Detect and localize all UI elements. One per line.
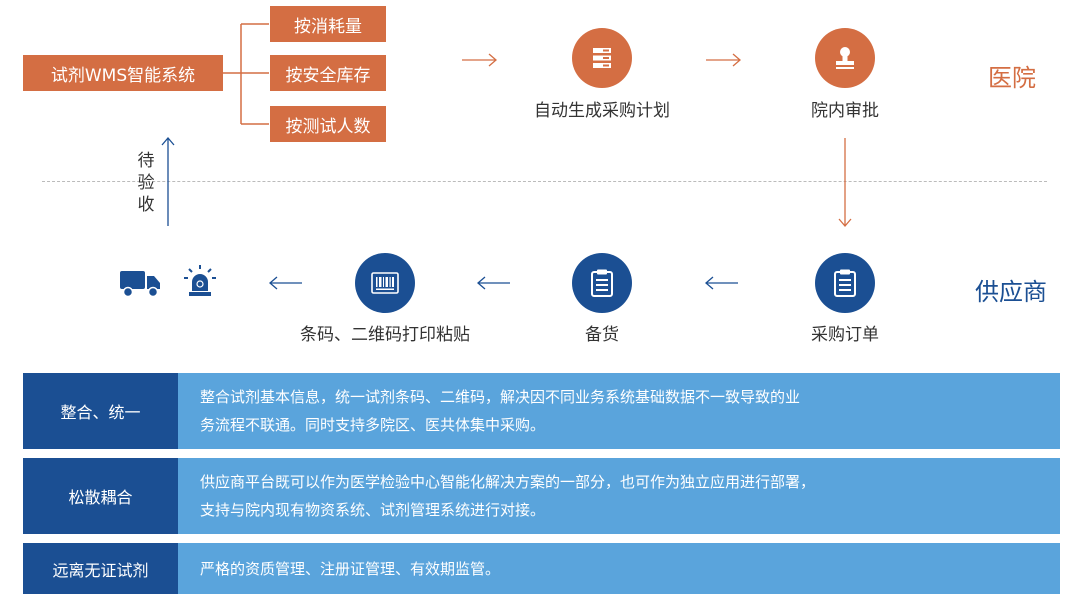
alarm-light-icon	[184, 265, 216, 296]
arrow-right-2	[706, 53, 741, 67]
clipboard-icon	[591, 269, 613, 297]
seal-icon	[836, 47, 854, 69]
feature-line: 支持与院内现有物资系统、试剂管理系统进行对接。	[200, 501, 546, 519]
barcode-icon	[371, 272, 399, 294]
feature-tag: 整合、统一	[23, 373, 178, 449]
internal-approval-label: 院内审批	[811, 101, 879, 121]
arrow-left-2	[477, 276, 510, 290]
section-divider	[42, 181, 1047, 182]
plan-option-label: 按测试人数	[285, 116, 371, 137]
feature-body: 供应商平台既可以作为医学检验中心智能化解决方案的一部分，也可作为独立应用进行部署…	[178, 458, 1060, 534]
plan-option-consumption: 按消耗量	[270, 6, 386, 42]
system-box: 试剂WMS智能系统	[23, 55, 223, 91]
truck-icon	[120, 271, 160, 298]
hospital-label: 医院	[988, 64, 1036, 92]
feature-body: 严格的资质管理、注册证管理、有效期监管。	[178, 543, 1060, 594]
feature-row-loose-coupling: 松散耦合 供应商平台既可以作为医学检验中心智能化解决方案的一部分，也可作为独立应…	[23, 458, 1060, 534]
system-box-label: 试剂WMS智能系统	[50, 65, 196, 86]
arrow-left-3	[705, 276, 738, 290]
arrow-up	[161, 137, 175, 226]
stock-prep-label: 备货	[585, 325, 619, 345]
plan-option-safety-stock: 按安全库存	[270, 55, 386, 91]
arrow-down	[838, 138, 852, 227]
feature-tag: 远离无证试剂	[23, 543, 178, 594]
plan-option-label: 按消耗量	[294, 16, 362, 37]
feature-tag: 松散耦合	[23, 458, 178, 534]
pending-receipt-char: 验	[137, 173, 155, 193]
pending-receipt-char: 待	[137, 151, 155, 171]
feature-row-no-unlicensed: 远离无证试剂 严格的资质管理、注册证管理、有效期监管。	[23, 543, 1060, 594]
supplier-label: 供应商	[975, 278, 1047, 306]
barcode-print-label: 条码、二维码打印粘贴	[300, 325, 470, 345]
pending-receipt-char: 收	[137, 195, 155, 215]
purchase-order-label: 采购订单	[811, 325, 879, 345]
auto-plan-step	[572, 28, 632, 88]
barcode-print-step	[355, 253, 415, 313]
bracket-connector	[223, 23, 269, 125]
feature-line: 严格的资质管理、注册证管理、有效期监管。	[200, 559, 501, 578]
server-icon	[593, 48, 611, 68]
plan-option-test-count: 按测试人数	[270, 106, 386, 142]
plan-option-label: 按安全库存	[285, 65, 371, 86]
purchase-order-step	[815, 253, 875, 313]
arrow-left-1	[269, 276, 302, 290]
feature-line: 供应商平台既可以作为医学检验中心智能化解决方案的一部分，也可作为独立应用进行部署…	[200, 473, 816, 491]
feature-row-integration: 整合、统一 整合试剂基本信息，统一试剂条码、二维码，解决因不同业务系统基础数据不…	[23, 373, 1060, 449]
stock-prep-step	[572, 253, 632, 313]
feature-line: 整合试剂基本信息，统一试剂条码、二维码，解决因不同业务系统基础数据不一致导致的业	[200, 388, 801, 406]
arrow-right-1	[462, 53, 497, 67]
feature-line: 务流程不联通。同时支持多院区、医共体集中采购。	[200, 416, 546, 434]
internal-approval-step	[815, 28, 875, 88]
auto-plan-label: 自动生成采购计划	[534, 101, 670, 121]
feature-body: 整合试剂基本信息，统一试剂条码、二维码，解决因不同业务系统基础数据不一致导致的业…	[178, 373, 1060, 449]
clipboard-icon	[834, 269, 856, 297]
